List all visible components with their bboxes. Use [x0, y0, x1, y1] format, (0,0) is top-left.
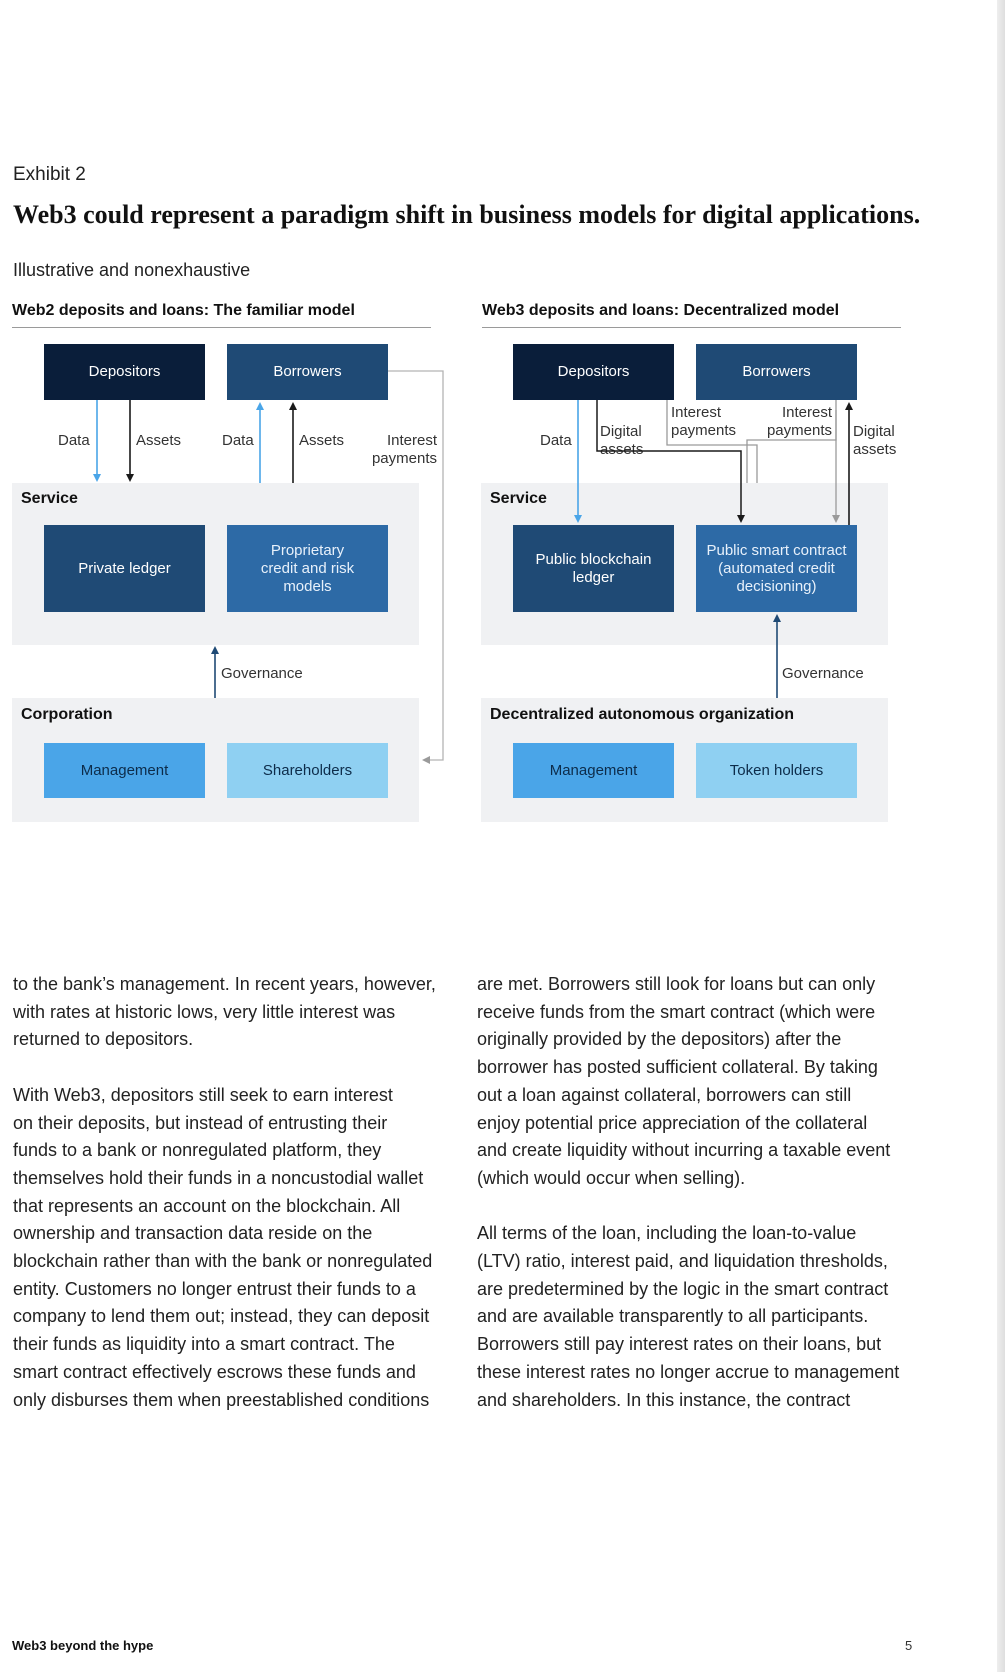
body-text-line: originally provided by the depositors) a… — [477, 1029, 842, 1050]
body-text-line: on their deposits, but instead of entrus… — [13, 1112, 388, 1133]
body-text-line: receive funds from the smart contract (w… — [477, 1001, 876, 1022]
web2-panel-title: Web2 deposits and loans: The familiar mo… — [12, 302, 431, 328]
web3-interest-payments-label-1: Interest payments — [671, 404, 737, 439]
web2-governance-label: Governance — [221, 665, 303, 682]
body-text-line: that represents an account on the blockc… — [13, 1195, 401, 1216]
web3-data-label: Data — [540, 432, 572, 449]
body-right-paragraph-2: All terms of the loan, including the loa… — [477, 1220, 899, 1414]
body-text-line: ownership and transaction data reside on… — [13, 1223, 373, 1244]
web2-connectors — [93, 370, 444, 764]
web2-depositors-box: Depositors — [44, 344, 205, 400]
body-text-line: enjoy potential price appreciation of th… — [477, 1112, 868, 1133]
web2-management-box: Management — [44, 743, 205, 798]
body-text-line: are met. Borrowers still look for loans … — [477, 974, 876, 994]
body-text-line: and create liquidity without incurring a… — [477, 1140, 891, 1161]
body-right-column: are met. Borrowers still look for loans … — [477, 971, 899, 1414]
web3-public-blockchain-box: Public blockchain ledger — [513, 525, 674, 612]
body-text-line: with rates at historic lows, very little… — [13, 1001, 396, 1022]
body-text-line: these interest rates no longer accrue to… — [477, 1361, 900, 1382]
body-text-line: their funds as liquidity into a smart co… — [13, 1334, 395, 1355]
web3-interest-payments-label-2: Interest payments — [766, 404, 832, 439]
web2-proprietary-models-box: Proprietary credit and risk models — [227, 525, 388, 612]
body-text-line: smart contract effectively escrows these… — [13, 1361, 416, 1382]
web2-data-label-1: Data — [58, 432, 90, 449]
exhibit-title: Web3 could represent a paradigm shift in… — [13, 200, 921, 229]
body-text-line: With Web3, depositors still seek to earn… — [13, 1084, 393, 1105]
body-text-line: borrower has posted sufficient collatera… — [477, 1057, 878, 1078]
web3-digital-assets-label-1: Digital assets — [600, 423, 644, 458]
body-text-line: only disburses them when preestablished … — [13, 1389, 430, 1410]
web2-interest-payments-route — [388, 370, 444, 764]
exhibit-subtitle: Illustrative and nonexhaustive — [13, 260, 251, 280]
web3-dao-label: Decentralized autonomous organization — [490, 706, 795, 723]
web3-smart-contract-box: Public smart contract (automated credit … — [696, 525, 857, 612]
web3-management-box: Management — [513, 743, 674, 798]
body-text-line: entity. Customers no longer entrust thei… — [13, 1278, 416, 1299]
body-text-line: and shareholders. In this instance, the … — [477, 1389, 851, 1410]
body-text-line: to the bank’s management. In recent year… — [13, 974, 436, 994]
footer-page-number: 5 — [905, 1638, 913, 1653]
body-text-line: out a loan against collateral, borrowers… — [477, 1084, 852, 1105]
body-text-line: funds to a bank or nonregulated platform… — [13, 1140, 382, 1161]
body-text-line: are predetermined by the logic in the sm… — [477, 1278, 889, 1299]
body-text-line: returned to depositors. — [13, 1029, 194, 1050]
body-left-paragraph-1: to the bank’s management. In recent year… — [13, 971, 436, 1054]
exhibit-label: Exhibit 2 — [13, 164, 86, 185]
web3-service-label: Service — [490, 490, 547, 507]
page-edge — [997, 0, 1005, 1672]
web2-private-ledger-box: Private ledger — [44, 525, 205, 612]
body-text-line: company to lend them out; instead, they … — [13, 1306, 430, 1327]
web2-corporation-label: Corporation — [21, 706, 113, 723]
footer-publication: Web3 beyond the hype — [12, 1638, 154, 1653]
web2-assets-label-2: Assets — [299, 432, 345, 449]
web3-depositors-assets-route — [596, 400, 745, 523]
body-text-line: Borrowers still pay interest rates on th… — [477, 1334, 882, 1355]
web3-connectors — [574, 400, 853, 698]
web3-panel-title: Web3 deposits and loans: Decentralized m… — [482, 302, 901, 328]
body-text-line: (which would occur when selling). — [477, 1167, 746, 1188]
diagram-connectors — [93, 370, 853, 764]
web3-interest-route-2 — [746, 400, 837, 483]
body-left-column: to the bank’s management. In recent year… — [13, 971, 436, 1414]
web3-depositors-box: Depositors — [513, 344, 674, 400]
web2-data-label-2: Data — [222, 432, 254, 449]
body-text-line: themselves hold their funds in a noncust… — [13, 1167, 424, 1188]
web2-interest-payments-label: Interest payments — [371, 432, 437, 467]
body-text-line: and are available transparently to all p… — [477, 1306, 869, 1327]
web2-shareholders-box: Shareholders — [227, 743, 388, 798]
web2-service-label: Service — [21, 490, 78, 507]
web3-interest-route-1 — [666, 400, 758, 483]
web2-assets-label-1: Assets — [136, 432, 182, 449]
body-text-line: (LTV) ratio, interest paid, and liquidat… — [477, 1251, 888, 1272]
body-right-paragraph-1: are met. Borrowers still look for loans … — [477, 971, 899, 1193]
body-text-line: All terms of the loan, including the loa… — [477, 1223, 857, 1244]
web3-borrowers-box: Borrowers — [696, 344, 857, 400]
body-text-line: blockchain rather than with the bank or … — [13, 1251, 433, 1272]
web2-borrowers-box: Borrowers — [227, 344, 388, 400]
web3-token-holders-box: Token holders — [696, 743, 857, 798]
web3-digital-assets-label-2: Digital assets — [853, 423, 897, 458]
body-left-paragraph-2: With Web3, depositors still seek to earn… — [13, 1082, 436, 1414]
web3-governance-label: Governance — [782, 665, 864, 682]
